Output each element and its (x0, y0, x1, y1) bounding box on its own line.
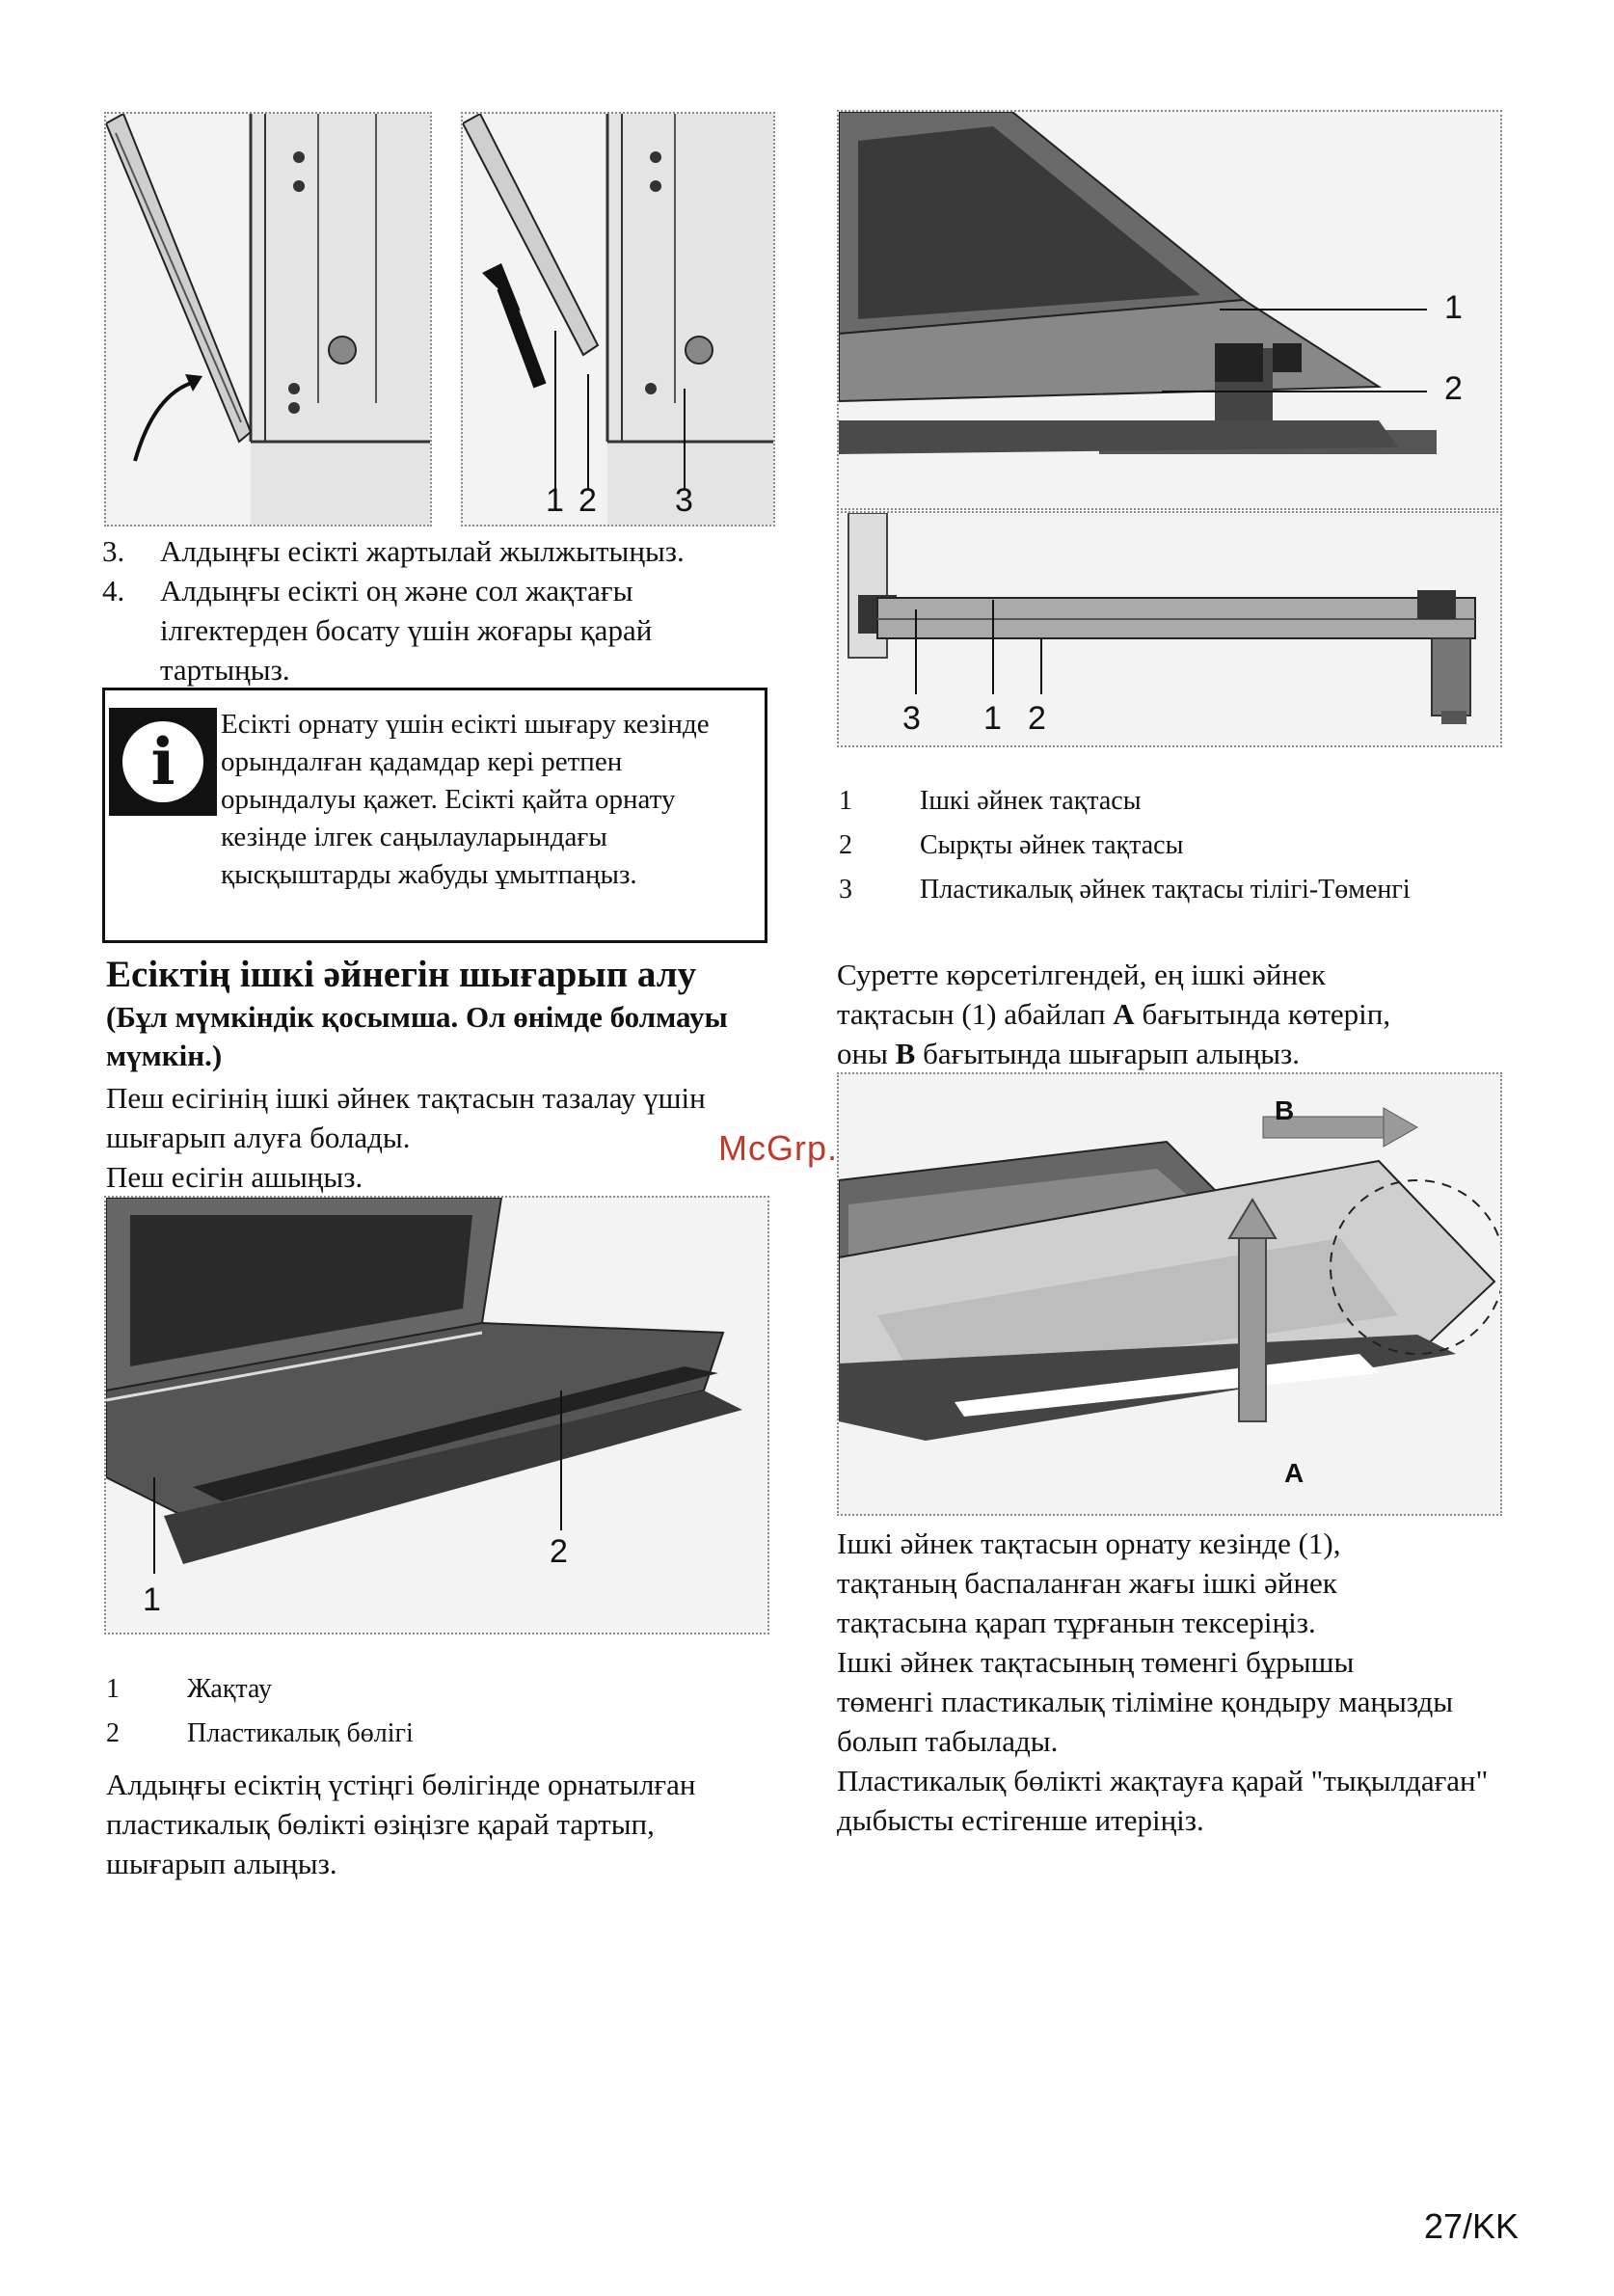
install-paragraphs: Ішкі әйнек тақтасын орнату кезінде (1), … (837, 1524, 1502, 1840)
section-title: Есіктің ішкі әйнегін шығарып алу (106, 954, 697, 995)
install-paragraph: Ішкі әйнек тақтасының төменгі бұрышы төм… (837, 1645, 1454, 1758)
steps-list: 3. Алдыңғы есікті жартылай жылжытыңыз. 4… (102, 531, 796, 689)
figure-hinge-left (104, 112, 432, 527)
callout-2: 2 (1028, 700, 1046, 737)
step-number: 3. (102, 534, 125, 568)
legend-right: 1 Ішкі әйнек тақтасы 2 Сырқты әйнек тақт… (839, 779, 1504, 908)
info-icon: i (109, 708, 217, 816)
install-paragraph: Пластикалық бөлікті жақтауға қарай "тықы… (837, 1764, 1489, 1837)
legend-row: 1 Ішкі әйнек тақтасы (839, 779, 1504, 824)
step-item: 3. Алдыңғы есікті жартылай жылжытыңыз. (102, 531, 796, 571)
figure-glass-bottom: 3 1 2 (837, 511, 1502, 747)
legend-row: 2 Сырқты әйнек тақтасы (839, 824, 1504, 868)
legend-number: 2 (839, 830, 852, 860)
info-note: i Есікті орнату үшін есікті шығару кезін… (102, 688, 767, 943)
legend-label: Ішкі әйнек тақтасы (920, 786, 1142, 816)
legend-label: Пластикалық әйнек тақтасы тілігі-Төменгі (920, 875, 1411, 905)
legend-number: 3 (839, 875, 852, 905)
intro-text: Пеш есігінің ішкі әйнек тақтасын тазалау… (106, 1081, 706, 1154)
note-text: Есікті орнату үшін есікті шығару кезінде… (221, 709, 710, 890)
legend-number: 1 (839, 786, 852, 816)
legend-row: 3 Пластикалық әйнек тақтасы тілігі-Төмен… (839, 872, 1504, 908)
open-door-text: Пеш есігін ашыңыз. (106, 1160, 363, 1194)
legend-row: 2 Пластикалық бөлігі (106, 1712, 733, 1756)
callout-1: 1 (546, 482, 564, 519)
step-text: Алдыңғы есікті жартылай жылжытыңыз. (160, 534, 685, 568)
legend-row: 1 Жақтау (106, 1667, 733, 1712)
install-paragraph: Ішкі әйнек тақтасын орнату кезінде (1), … (837, 1526, 1341, 1639)
figure-glass-top: 1 2 (837, 110, 1502, 510)
callout-2: 2 (578, 482, 597, 519)
pull-paragraph: Алдыңғы есіктің үстіңгі бөлігінде орнаты… (106, 1768, 696, 1880)
arrow-b-label: B (1275, 1095, 1295, 1125)
callout-2: 2 (1444, 370, 1463, 407)
arrow-a-label: A (1284, 1458, 1305, 1488)
figure-glass-remove: B A (837, 1072, 1502, 1516)
legend-number: 2 (106, 1718, 120, 1748)
callout-1: 1 (983, 700, 1002, 737)
figure-hinge-right: 1 2 3 (461, 112, 775, 527)
figure-door-profile: 1 2 (104, 1196, 769, 1634)
section-subtitle: (Бұл мүмкіндік қосымша. Ол өнімде болмау… (106, 1000, 728, 1072)
legend-label: Пластикалық бөлігі (187, 1718, 414, 1748)
callout-3: 3 (675, 482, 693, 519)
legend-label: Сырқты әйнек тақтасы (920, 830, 1184, 860)
step-number: 4. (102, 574, 125, 608)
legend-label: Жақтау (187, 1674, 273, 1704)
legend-left: 1 Жақтау 2 Пластикалық бөлігі (106, 1667, 733, 1756)
callout-1: 1 (1444, 289, 1463, 326)
step-text: Алдыңғы есікті оң және сол жақтағы ілгек… (160, 574, 653, 687)
step-item: 4. Алдыңғы есікті оң және сол жақтағы іл… (102, 571, 796, 689)
lift-paragraph: Суретте көрсетілгендей, ең ішкі әйнек та… (837, 958, 1391, 1070)
callout-2: 2 (550, 1533, 568, 1570)
callout-3: 3 (902, 700, 921, 737)
legend-number: 1 (106, 1674, 120, 1704)
callout-1: 1 (143, 1581, 161, 1618)
page-number: 27/KK (1424, 2206, 1520, 2246)
